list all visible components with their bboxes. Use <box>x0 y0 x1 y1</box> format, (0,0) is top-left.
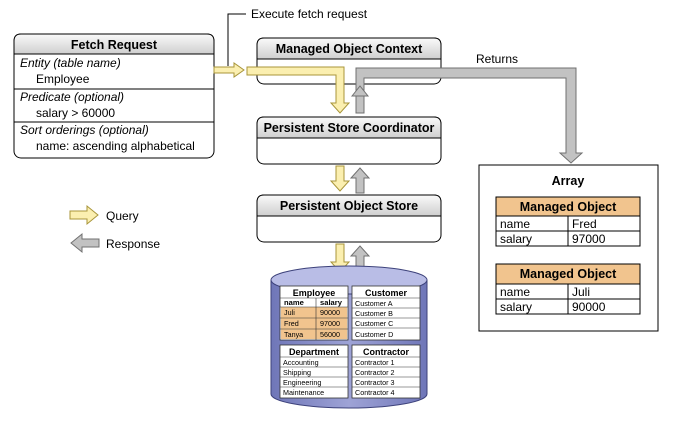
query-arrow-context <box>246 66 351 114</box>
persistent-store-coordinator-box: Persistent Store Coordinator <box>256 116 442 165</box>
query-arrow-fetch <box>213 62 245 78</box>
contractor-cell: Contractor 3 <box>355 378 395 387</box>
employee-cell: Fred <box>284 319 299 328</box>
entity-label: Entity (table name) <box>20 56 121 70</box>
customer-table: Customer Customer A Customer B Customer … <box>351 285 421 341</box>
legend: Query Response <box>69 204 160 254</box>
customer-cell: Customer A <box>355 299 393 308</box>
department-cell: Maintenance <box>283 388 324 397</box>
legend-query-label: Query <box>106 209 139 223</box>
attr-value: Fred <box>572 217 597 231</box>
employee-table-title: Employee <box>293 288 336 298</box>
employee-col-salary: salary <box>320 298 343 307</box>
response-arrow-coordinator <box>349 167 371 194</box>
department-cell: Accounting <box>283 358 319 367</box>
legend-response-label: Response <box>106 237 160 251</box>
managed-object-card: Managed Object name Juli salary 90000 <box>495 263 641 315</box>
department-table: Department Accounting Shipping Engineeri… <box>279 344 349 399</box>
employee-table: Employee name salary Juli 90000 Fred 970… <box>279 285 349 341</box>
attr-name: name <box>500 217 530 231</box>
attr-value: 90000 <box>572 300 606 314</box>
execute-callout: Execute fetch request <box>227 7 368 66</box>
database-cylinder: Employee name salary Juli 90000 Fred 970… <box>270 265 428 409</box>
customer-cell: Customer B <box>355 309 393 318</box>
contractor-cell: Contractor 2 <box>355 368 395 377</box>
managed-object-title: Managed Object <box>520 200 617 214</box>
sort-value: name: ascending alphabetical <box>36 139 195 153</box>
employee-cell: 56000 <box>320 330 340 339</box>
department-table-title: Department <box>289 347 339 357</box>
entity-value: Employee <box>36 72 90 86</box>
fetch-request-box: Fetch Request Entity (table name) Employ… <box>13 33 215 159</box>
attr-name: salary <box>500 232 532 246</box>
attr-value: Juli <box>572 285 590 299</box>
query-arrow-coordinator <box>329 165 351 192</box>
array-box: Array Managed Object name Fred salary 97… <box>478 164 659 332</box>
attr-value: 97000 <box>572 232 606 246</box>
customer-cell: Customer C <box>355 319 393 328</box>
legend-response-arrow <box>70 232 100 254</box>
employee-cell: 90000 <box>320 308 340 317</box>
persistent-store-coordinator-title: Persistent Store Coordinator <box>264 121 435 135</box>
department-cell: Shipping <box>283 368 311 377</box>
execute-callout-label: Execute fetch request <box>251 7 368 21</box>
managed-object-context-title: Managed Object Context <box>276 42 423 56</box>
array-title: Array <box>552 174 585 188</box>
managed-object-title: Managed Object <box>520 267 617 281</box>
customer-table-title: Customer <box>365 288 408 298</box>
employee-cell: 97000 <box>320 319 340 328</box>
returns-label: Returns <box>476 52 518 66</box>
response-arrow-returns <box>355 67 584 164</box>
contractor-table: Contractor Contractor 1 Contractor 2 Con… <box>351 344 421 399</box>
department-cell: Engineering <box>283 378 321 387</box>
response-arrow-into-context <box>350 85 370 97</box>
contractor-table-title: Contractor <box>363 347 409 357</box>
employee-cell: Juli <box>284 308 295 317</box>
persistent-object-store-title: Persistent Object Store <box>280 199 418 213</box>
fetch-request-title: Fetch Request <box>71 38 158 52</box>
attr-name: name <box>500 285 530 299</box>
sort-label: Sort orderings (optional) <box>20 123 149 137</box>
employee-cell: Tanya <box>284 330 303 339</box>
customer-cell: Customer D <box>355 330 393 339</box>
legend-query-arrow <box>69 204 99 226</box>
predicate-value: salary > 60000 <box>36 106 115 120</box>
attr-name: salary <box>500 300 532 314</box>
persistent-object-store-box: Persistent Object Store <box>256 194 442 243</box>
predicate-label: Predicate (optional) <box>20 90 124 104</box>
employee-col-name: name <box>284 298 304 307</box>
contractor-cell: Contractor 1 <box>355 358 395 367</box>
managed-object-card: Managed Object name Fred salary 97000 <box>495 196 641 247</box>
contractor-cell: Contractor 4 <box>355 388 395 397</box>
